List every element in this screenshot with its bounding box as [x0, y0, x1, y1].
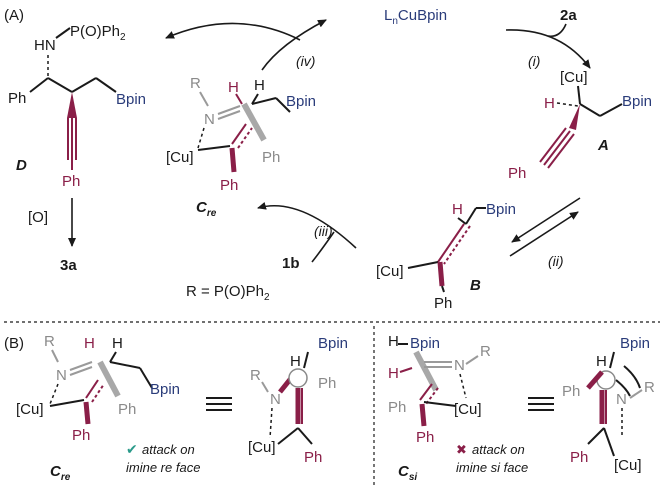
csi-ph: Ph [416, 429, 434, 446]
si-cross-icon: ✖ [456, 442, 467, 457]
b-label: B [470, 277, 481, 294]
equivalence-right [528, 397, 554, 411]
nre-ph: Ph [304, 449, 322, 466]
a-cu: [Cu] [560, 69, 588, 86]
nre-n: N [270, 391, 281, 408]
oxidant-label: [O] [28, 209, 48, 226]
nsi-bpin: Bpin [620, 335, 650, 352]
nre-cu: [Cu] [248, 439, 276, 456]
csi-bpin: Bpin [410, 335, 440, 352]
nsi-ph-gray: Ph [562, 383, 580, 400]
b-cu: [Cu] [376, 263, 404, 280]
reagent-2a: 2a [560, 7, 577, 24]
nsi-ph: Ph [570, 449, 588, 466]
compound-b: H Bpin [Cu] Ph B [376, 201, 516, 312]
compound-c-re-b: R N H H Bpin Ph [Cu] Ph Cre [16, 333, 180, 483]
cre-a-n: N [204, 111, 215, 128]
compound-d: HN P(O)Ph2 Ph Bpin Ph D [8, 23, 146, 190]
d-label: D [16, 157, 27, 174]
creb-h2: H [112, 335, 123, 352]
re-note-line1: attack on [142, 442, 195, 457]
d-ph-bottom: Ph [62, 173, 80, 190]
cre-a-bpin: Bpin [286, 93, 316, 110]
d-ph-left: Ph [8, 90, 26, 107]
nsi-n: N [616, 391, 627, 408]
nre-r: R [250, 367, 261, 384]
step-iv-label: (iv) [296, 53, 315, 69]
cre-a-label: Cre [196, 199, 217, 219]
step-iii-arrow [257, 201, 357, 249]
reagent-1b: 1b [282, 255, 300, 272]
cre-a-h1: H [228, 79, 239, 96]
cre-a-cu: [Cu] [166, 149, 194, 166]
newman-si: Bpin H Ph N R [Cu] Ph [562, 335, 655, 474]
a-ph: Ph [508, 165, 526, 182]
si-note-line1: attack on [472, 442, 525, 457]
creb-n: N [56, 367, 67, 384]
csi-label: Csi [398, 463, 417, 483]
cre-a-ph-gray: Ph [262, 149, 280, 166]
step-ii-label: (ii) [548, 253, 564, 269]
csi-r: R [480, 343, 491, 360]
compound-c-si: H Bpin H N R Ph [Cu] Ph Csi [388, 333, 491, 483]
csi-n: N [454, 357, 465, 374]
b-h: H [452, 201, 463, 218]
nre-bpin: Bpin [318, 335, 348, 352]
newman-re: Bpin H R N Ph [Cu] Ph [248, 335, 348, 466]
creb-label: Cre [50, 463, 71, 483]
creb-ph: Ph [72, 427, 90, 444]
creb-bpin: Bpin [150, 381, 180, 398]
si-note-line2: imine si face [456, 460, 528, 475]
creb-cu: [Cu] [16, 401, 44, 418]
a-bpin: Bpin [622, 93, 652, 110]
nsi-r: R [644, 379, 655, 396]
d-hn: HN [34, 37, 56, 54]
cre-a-ph: Ph [220, 177, 238, 194]
a-label: A [597, 137, 609, 154]
re-note-line2: imine re face [126, 460, 200, 475]
b-ph: Ph [434, 295, 452, 312]
nre-h: H [290, 353, 301, 370]
creb-h1: H [84, 335, 95, 352]
step-i-label: (i) [528, 53, 540, 69]
equivalence-left [206, 397, 232, 411]
step-iii-label: (iii) [314, 223, 333, 239]
compound-c-re-a: R N H H Bpin Ph [Cu] Ph Cre [166, 75, 316, 219]
product-3a: 3a [60, 257, 77, 274]
nsi-h: H [596, 353, 607, 370]
panel-b-label: (B) [4, 335, 24, 352]
cre-a-r: R [190, 75, 201, 92]
creb-r: R [44, 333, 55, 350]
d-bpin: Bpin [116, 91, 146, 108]
nsi-cu: [Cu] [614, 457, 642, 474]
cre-a-h2: H [254, 77, 265, 94]
step-iv-arrow [165, 22, 301, 41]
d-pop: P(O)Ph2 [70, 23, 126, 43]
a-h: H [544, 95, 555, 112]
csi-h1: H [388, 333, 399, 350]
b-bpin: Bpin [486, 201, 516, 218]
creb-ph-gray: Ph [118, 401, 136, 418]
csi-ph-gray: Ph [388, 399, 406, 416]
csi-cu: [Cu] [454, 401, 482, 418]
nre-ph-gray: Ph [318, 375, 336, 392]
step-i-arrow [505, 29, 591, 69]
compound-a: [Cu] H Bpin Ph A [508, 69, 652, 182]
panel-a-label: (A) [4, 7, 24, 24]
catalyst: LnCuBpin [384, 7, 447, 27]
r-definition: R = P(O)Ph2 [186, 283, 270, 303]
csi-h2: H [388, 365, 399, 382]
re-check-icon: ✔ [126, 441, 138, 457]
